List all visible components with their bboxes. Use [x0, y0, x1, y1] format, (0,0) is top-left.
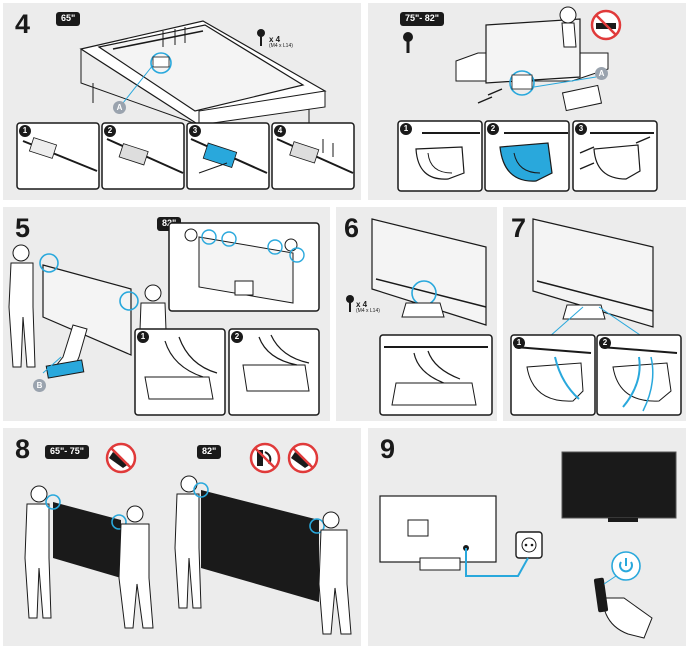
screw-spec: x 4 (M4 x L14)	[269, 35, 293, 49]
step-9-illustration	[379, 451, 677, 639]
no-grab-screen-icon	[249, 442, 281, 474]
step-5-panel: 5 82" B 1 2	[3, 207, 330, 421]
step-7-number: 7	[511, 213, 527, 243]
power-outlet-icon	[515, 531, 543, 559]
step-8-illustration	[24, 442, 352, 635]
size-tag-82: 82"	[197, 445, 222, 459]
step-7-illustration	[510, 218, 682, 416]
substep-badge: 1	[513, 337, 525, 349]
substep-badge: 2	[599, 337, 611, 349]
screw-icon	[257, 29, 265, 46]
screw-icon	[346, 295, 354, 312]
step-7-panel: 7 1 2	[503, 207, 686, 421]
step-8-panel: 8 65"- 75" 82"	[3, 428, 361, 646]
step-5-illustration	[8, 222, 320, 416]
substep-badge: 3	[575, 123, 587, 135]
no-lay-flat-icon	[287, 442, 319, 474]
step-4b-panel: 75"- 82"	[368, 3, 686, 200]
step-4b-illustration	[397, 6, 658, 192]
substep-badge: 2	[231, 331, 243, 343]
step-5-number: 5	[15, 213, 31, 243]
substep-badge: 1	[137, 331, 149, 343]
substep-badge: 2	[487, 123, 499, 135]
callout-a: A	[595, 67, 608, 80]
step-4-panel: 4 65"	[3, 3, 361, 200]
size-tag-65: 65"	[56, 12, 81, 26]
step-8-number: 8	[15, 434, 31, 464]
size-tag-65-75: 65"- 75"	[45, 445, 90, 459]
no-lay-flat-icon	[590, 9, 622, 41]
no-lay-flat-icon	[105, 442, 137, 474]
substep-badge: 2	[104, 125, 116, 137]
substep-badge: 3	[189, 125, 201, 137]
step-6-number: 6	[344, 213, 360, 243]
step-6-panel: 6 x 4 (M4 x L14)	[336, 207, 497, 421]
callout-b: B	[33, 379, 46, 392]
step-4-number: 4	[15, 9, 31, 39]
size-tag-75-82: 75"- 82"	[400, 12, 445, 26]
substep-badge: 4	[274, 125, 286, 137]
step-9-panel: 9	[368, 428, 686, 646]
screw-icon	[403, 32, 413, 53]
substep-badge: 1	[19, 125, 31, 137]
step-4-illustration	[16, 20, 355, 190]
screw-spec: x 4 (M4 x L14)	[356, 300, 380, 314]
step-9-number: 9	[380, 434, 396, 464]
substep-badge: 1	[400, 123, 412, 135]
callout-a: A	[113, 101, 126, 114]
power-button-icon	[611, 551, 641, 581]
step-6-illustration	[346, 218, 493, 416]
